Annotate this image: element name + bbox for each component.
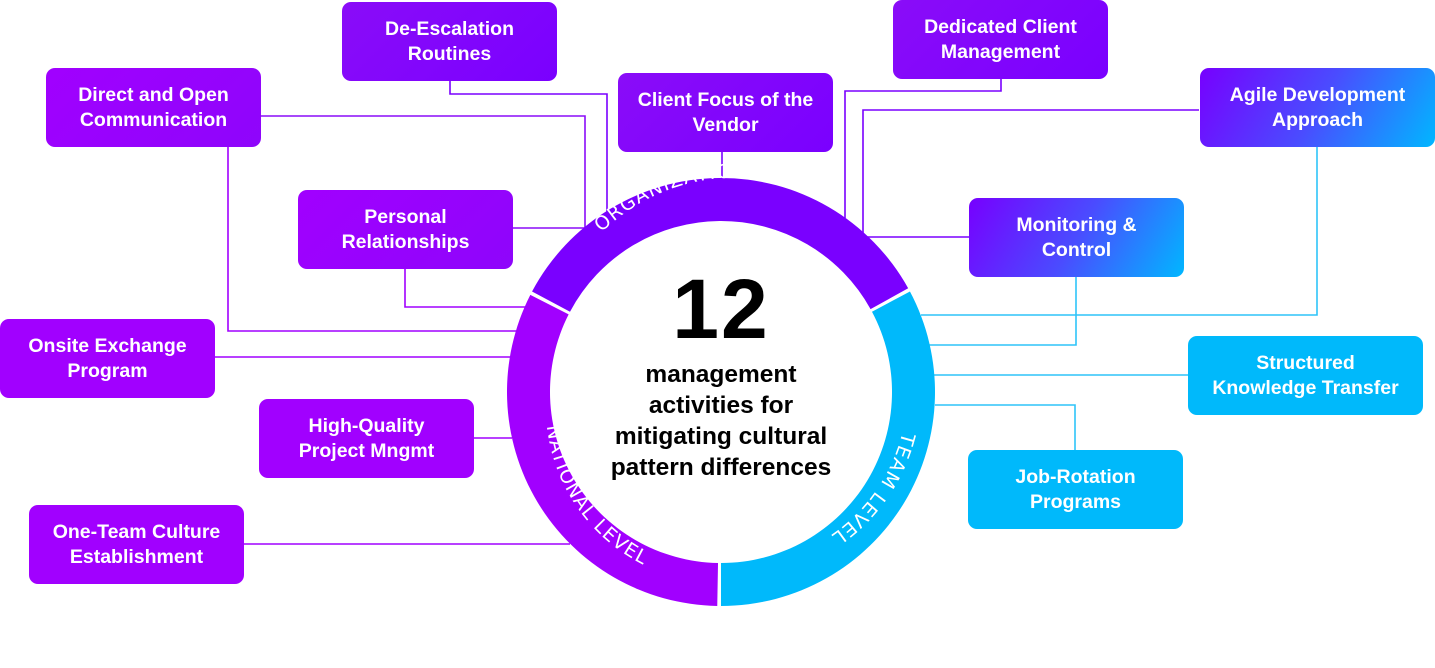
activity-label-line: Dedicated Client: [924, 15, 1077, 38]
activity-label-line: Routines: [407, 42, 492, 65]
connector-personal-relationships-down: [404, 268, 530, 308]
activity-label-line: Programs: [1029, 490, 1122, 513]
ring-segment-team: [721, 291, 936, 606]
center-caption-line: pattern differences: [610, 454, 832, 481]
ring-segment-national: [506, 294, 719, 606]
connector-job-rotation-programs: [935, 404, 1076, 450]
activity-label-line: High-Quality: [308, 414, 425, 437]
connector-agile-development-approach-team: [921, 146, 1318, 316]
activity-label-line: Project Mngmt: [298, 439, 435, 462]
center-caption-line: management: [645, 361, 797, 388]
center-summary: 12 management activities for mitigating …: [571, 265, 871, 483]
connector-dedicated-client-management: [844, 78, 1002, 218]
connector-agile-development-approach-org: [862, 109, 1199, 238]
center-caption-line: mitigating cultural: [614, 423, 828, 450]
activity-label-line: Establishment: [69, 545, 204, 568]
activity-monitoring-and-control[interactable]: Monitoring &Control: [969, 198, 1184, 277]
connector-monitoring-and-control: [929, 276, 1077, 346]
activity-label-line: Program: [67, 359, 148, 382]
activity-label-line: One-Team Culture: [52, 520, 221, 543]
activity-label-line: Monitoring &: [1016, 213, 1137, 236]
activity-label-line: Vendor: [692, 113, 759, 136]
activity-label-line: Agile Development: [1229, 83, 1406, 106]
center-caption: management activities for mitigating cul…: [571, 359, 871, 483]
activity-label-line: Management: [940, 40, 1061, 63]
center-caption-line: activities for: [648, 392, 794, 419]
connector-direct-and-open-communication-down: [227, 146, 518, 332]
activity-label-line: Approach: [1271, 108, 1363, 131]
activity-label-line: Personal: [364, 205, 447, 228]
connector-de-escalation-routines: [449, 80, 608, 212]
activity-label-line: Onsite Exchange: [28, 334, 187, 357]
connector-direct-and-open-communication-top: [261, 115, 586, 228]
activity-label-line: Direct and Open: [78, 83, 229, 106]
activity-label-line: Communication: [79, 108, 228, 131]
level-ring: [506, 177, 936, 606]
activity-label-line: Structured: [1256, 351, 1355, 374]
activity-label-line: Relationships: [341, 230, 470, 253]
activity-label-line: Job-Rotation: [1015, 465, 1136, 488]
ring-segment-organizational: [532, 177, 909, 312]
activity-label-line: Knowledge Transfer: [1212, 376, 1399, 399]
activity-count: 12: [672, 262, 770, 356]
activity-label-line: Control: [1041, 238, 1112, 261]
activity-label-line: De-Escalation: [385, 17, 514, 40]
activity-label-line: Client Focus of the: [637, 88, 814, 111]
